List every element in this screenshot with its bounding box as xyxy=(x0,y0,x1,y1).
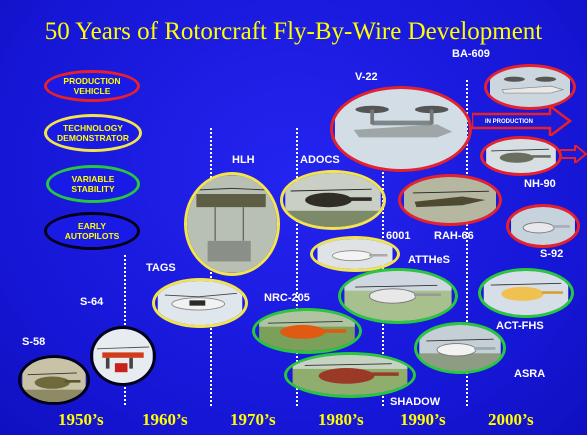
v22-photo xyxy=(330,86,472,172)
slide-title: 50 Years of Rotorcraft Fly-By-Wire Devel… xyxy=(44,18,543,45)
s92-photo xyxy=(506,204,580,248)
6001-label: 6001 xyxy=(386,230,411,242)
legend-variable-stability-label: VARIABLE STABILITY xyxy=(71,174,115,194)
shadow-label: SHADOW xyxy=(390,396,441,408)
decade-1990s: 1990’s xyxy=(400,410,446,429)
decade-1960s: 1960’s xyxy=(142,410,188,429)
s58-photo xyxy=(18,355,90,405)
legend-demonstrator-label: TECHNOLOGY DEMONSTRATOR xyxy=(57,123,129,143)
divider-1980 xyxy=(296,128,298,406)
legend-variable-stability: VARIABLE STABILITY xyxy=(46,165,140,203)
nh90-photo xyxy=(480,136,562,176)
helicopter-icon xyxy=(511,207,575,245)
nrc205-label: NRC-205 xyxy=(264,292,310,304)
divider-2000 xyxy=(466,80,468,406)
helicopter-icon xyxy=(285,173,381,227)
helicopter-icon xyxy=(344,271,452,321)
helicopter-icon xyxy=(404,177,496,223)
6001-photo xyxy=(310,236,400,272)
decade-1950s: 1950’s xyxy=(58,410,104,429)
adocs-photo xyxy=(280,170,386,230)
legend-production-label: PRODUCTION VEHICLE xyxy=(63,76,121,96)
hlh-label: HLH xyxy=(232,154,255,166)
tags-label: TAGS xyxy=(146,262,176,274)
actfhs-label: ACT-FHS xyxy=(496,320,544,332)
actfhs-photo xyxy=(478,268,574,318)
s58-label: S-58 xyxy=(22,336,46,348)
legend-early-autopilots: EARLY AUTOPILOTS xyxy=(44,212,140,250)
atthes-photo xyxy=(338,268,458,324)
helicopter-icon xyxy=(93,329,153,383)
s64-photo xyxy=(90,326,156,386)
helicopter-icon xyxy=(292,355,408,395)
helicopter-icon xyxy=(419,325,501,371)
helicopter-icon xyxy=(317,239,393,269)
nh90-production-arrow xyxy=(560,145,587,163)
legend-production-vehicle: PRODUCTION VEHICLE xyxy=(44,70,140,102)
rah66-photo xyxy=(398,174,502,226)
legend-technology-demonstrator: TECHNOLOGY DEMONSTRATOR xyxy=(44,114,142,152)
helicopter-icon xyxy=(259,311,355,351)
tags-photo xyxy=(152,278,248,328)
nh90-label: NH-90 xyxy=(524,178,556,190)
s64-label: S-64 xyxy=(80,296,104,308)
decade-1970s: 1970’s xyxy=(230,410,276,429)
decade-1980s: 1980’s xyxy=(318,410,364,429)
helicopter-icon xyxy=(157,281,243,325)
adocs-label: ADOCS xyxy=(300,154,340,166)
v22-label: V-22 xyxy=(355,71,378,83)
asra-photo xyxy=(414,322,506,374)
asra-label: ASRA xyxy=(514,368,546,380)
helicopter-icon xyxy=(483,271,569,315)
s92-label: S-92 xyxy=(540,248,564,260)
atthes-label: ATTHeS xyxy=(408,254,450,266)
nrc205-photo xyxy=(252,308,362,354)
tiltrotor-icon xyxy=(490,67,570,107)
helicopter-icon xyxy=(22,358,86,402)
legend-early-autopilots-label: EARLY AUTOPILOTS xyxy=(64,221,120,241)
ba609-photo xyxy=(484,64,576,110)
decade-2000s: 2000’s xyxy=(488,410,534,429)
shadow-photo xyxy=(284,352,416,398)
helicopter-icon xyxy=(486,139,556,173)
helicopter-icon xyxy=(187,175,277,273)
tiltrotor-icon xyxy=(334,89,468,169)
ba609-label: BA-609 xyxy=(452,48,490,60)
hlh-photo xyxy=(184,172,280,276)
rah66-label: RAH-66 xyxy=(434,230,474,242)
in-production-arrow xyxy=(472,106,572,136)
in-production-label: IN PRODUCTION xyxy=(485,119,533,125)
